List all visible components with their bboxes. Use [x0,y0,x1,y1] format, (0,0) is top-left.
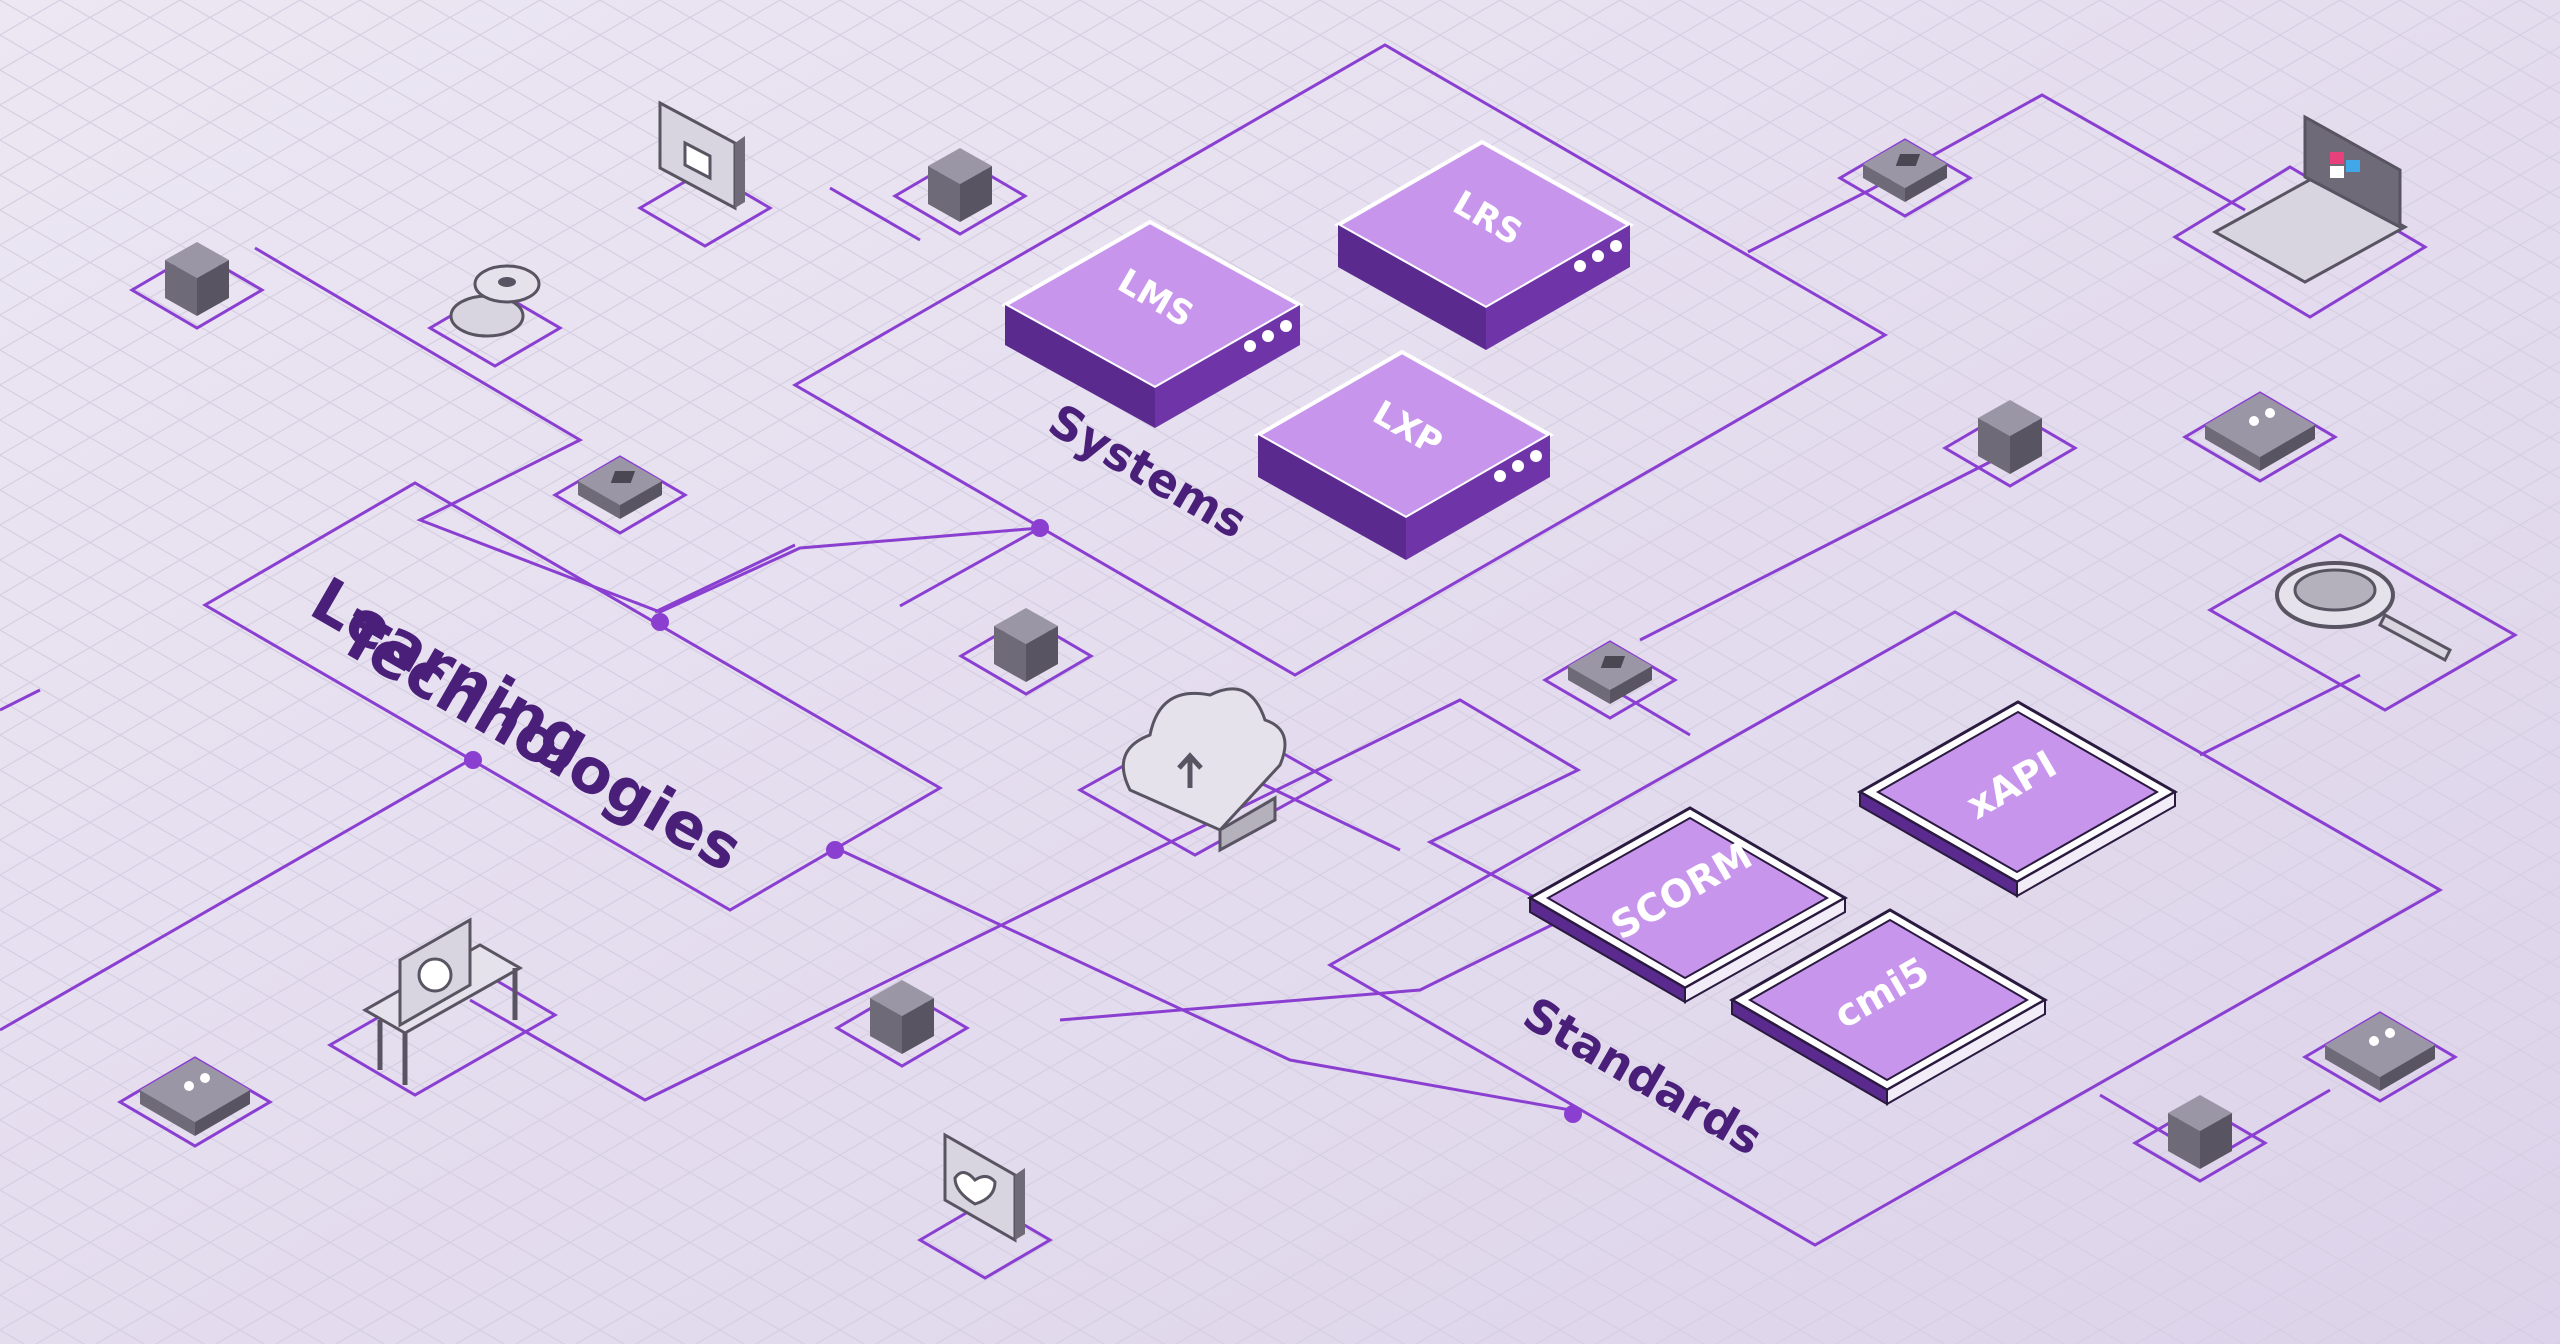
cube-icon [958,608,1094,696]
like-badge-icon [637,100,773,248]
lrs-box: LRS [1333,139,1635,350]
cube-icon [129,242,265,330]
chip-icon [2182,391,2338,483]
lxp-box: LXP [1253,349,1555,560]
connector-dot [651,613,669,631]
cube-icon [1942,400,2078,488]
scorm-book: SCORM [1526,806,1849,1004]
cmi5-book: cmi5 [1728,908,2049,1106]
xapi-book: xAPI [1856,700,2179,898]
router-icon [1837,138,1973,218]
router-icon [552,455,688,535]
desk-monitor-icon [327,917,558,1097]
laptop-icon [2172,114,2428,319]
cube-icon [892,148,1028,236]
cube-icon [834,980,970,1068]
cloud-upload-icon [1076,687,1334,857]
chip-icon [2302,1011,2458,1103]
connector-dot [464,751,482,769]
router-icon [1542,640,1678,720]
chip-icon [117,1056,273,1148]
cube-icon [2132,1095,2268,1183]
connector-dot [1031,519,1049,537]
lms-box: LMS [1000,219,1305,428]
heart-badge-icon [917,1132,1053,1280]
standards-panel: SCORM xAPI cmi5 Standards [1326,610,2444,1247]
connector-dot [826,841,844,859]
gear-icon [427,264,563,368]
device-tiles [117,100,2519,1280]
magnifier-icon [2206,533,2519,712]
connector-dot [1564,1105,1582,1123]
